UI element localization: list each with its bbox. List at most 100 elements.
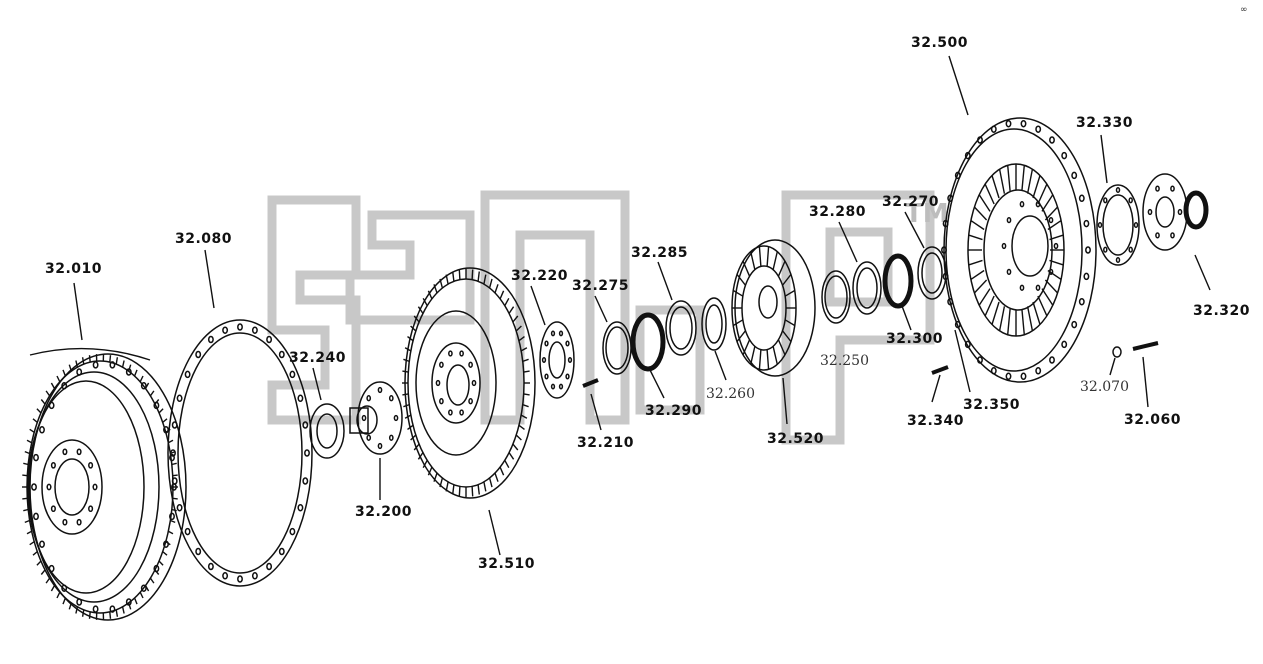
washer-holes-hole — [567, 357, 573, 363]
flywheel-teeth-fin — [22, 474, 28, 477]
turbine-blades-fin — [508, 306, 515, 314]
turbine-hub-holes-hole — [439, 361, 444, 368]
flywheel-teeth-fin — [45, 390, 51, 397]
turbine-blades-fin — [439, 278, 444, 289]
impeller-hub-holes-hole — [1006, 216, 1012, 224]
gasket-holes-hole — [278, 547, 285, 556]
turbine-blades-fin — [403, 403, 410, 408]
hub-flange-holes — [361, 386, 399, 450]
turbine-hub-holes — [435, 350, 477, 416]
turbine-hub-holes-hole — [471, 379, 477, 387]
flywheel-teeth-fin — [36, 408, 42, 414]
gasket-holes-hole — [171, 421, 178, 429]
impeller-hub-holes-hole — [1001, 242, 1007, 250]
impeller-blades-fin — [984, 183, 995, 205]
impeller-blades-fin — [1047, 269, 1062, 280]
hub-flange-holes-hole — [366, 434, 372, 441]
flywheel-rim-holes-hole — [92, 605, 99, 613]
turbine-hub-holes-hole — [439, 398, 444, 405]
impeller-rim-holes-hole — [977, 356, 983, 364]
flywheel-teeth-fin — [62, 597, 67, 605]
turbine-hub-holes-hole — [448, 350, 453, 357]
flywheel-teeth-fin — [158, 408, 164, 414]
part-32300-oring — [882, 253, 914, 309]
flywheel-teeth-fin — [109, 355, 112, 363]
impeller-blades-fin — [991, 175, 1000, 199]
part-32240-bearing — [309, 403, 345, 459]
impeller-rim-holes-hole — [1083, 219, 1090, 228]
turbine-blades-fin — [483, 481, 487, 492]
turbine-blades-fin — [403, 358, 410, 363]
flywheel-rim-holes-hole — [33, 453, 39, 462]
gasket-holes-hole — [278, 350, 285, 359]
impeller-rim-holes-hole — [990, 367, 997, 375]
flywheel-teeth — [22, 354, 178, 620]
flywheel-teeth-fin — [56, 591, 61, 599]
part-32070-washer — [1112, 346, 1122, 358]
hub-320-holes-hole — [1170, 185, 1175, 192]
flywheel-rim-holes-hole — [92, 361, 99, 369]
flywheel-teeth-fin — [144, 382, 150, 389]
hub-320-holes-hole — [1170, 232, 1175, 239]
part-labels: 32.010 32.080 32.240 32.200 32.510 32.22… — [45, 35, 1250, 572]
flywheel-teeth-fin — [154, 569, 160, 575]
turbine-blades-fin — [402, 393, 409, 396]
gasket-holes-hole — [266, 335, 273, 344]
turbine-blades-fin — [439, 477, 444, 488]
gasket-330-holes-hole — [1103, 197, 1108, 204]
hub-flange-holes-hole — [366, 395, 372, 402]
gasket-holes-hole — [302, 477, 309, 485]
impeller-blades-fin — [973, 279, 988, 294]
turbine-blades-fin — [504, 297, 510, 307]
gasket-330-holes-hole — [1115, 186, 1121, 194]
impeller-rim-holes-hole — [947, 297, 954, 306]
impeller-blades-fin — [1007, 165, 1011, 191]
flywheel-teeth-fin — [128, 364, 132, 372]
turbine-blades-fin — [512, 315, 519, 323]
impeller-blades-fin — [1032, 301, 1041, 325]
turbine-blades-fin — [504, 459, 510, 469]
impeller-blades-fin — [1026, 306, 1034, 331]
gasket-holes-hole — [222, 572, 229, 580]
part-32320-hub — [1142, 173, 1209, 251]
impeller-hub-holes-hole — [1035, 201, 1041, 208]
stator-blades-fin — [784, 319, 796, 327]
impeller-rim-holes-hole — [1085, 246, 1091, 254]
label-32275: 32.275 — [572, 278, 629, 294]
flywheel-hub-holes-hole — [62, 518, 68, 526]
flywheel-teeth-fin — [23, 508, 29, 512]
turbine-blades-fin — [522, 358, 529, 363]
flywheel-rim-holes-hole — [33, 512, 39, 521]
part-32285-ring — [665, 300, 697, 356]
flywheel-hub-holes-hole — [76, 448, 82, 456]
turbine-hub-holes-hole — [435, 379, 441, 387]
flywheel-teeth-fin — [68, 602, 72, 610]
part-32250-ring — [821, 270, 851, 324]
flywheel-teeth-fin — [115, 357, 119, 365]
flywheel-teeth-fin — [24, 519, 30, 524]
turbine-blades-fin — [413, 315, 420, 323]
turbine-hub-holes-hole — [468, 361, 473, 368]
label-32290: 32.290 — [645, 403, 702, 419]
label-32285: 32.285 — [631, 245, 688, 261]
label-32520: 32.520 — [767, 431, 824, 447]
label-32500: 32.500 — [911, 35, 968, 51]
flywheel-teeth-fin — [149, 577, 155, 584]
gasket-330-holes-hole — [1133, 221, 1139, 229]
label-32510: 32.510 — [478, 556, 535, 572]
stator-blades-fin — [750, 346, 756, 365]
gasket-holes-hole — [297, 394, 304, 403]
part-32330-gasket — [1096, 184, 1140, 266]
stator-blades-fin — [732, 319, 744, 327]
flywheel-teeth-fin — [75, 360, 79, 368]
flywheel-teeth-fin — [167, 439, 174, 444]
turbine-hub-holes-hole — [459, 409, 464, 416]
impeller-rim-holes-hole — [954, 320, 961, 329]
part-32060-bolt — [1132, 341, 1159, 351]
turbine-blades-fin — [483, 274, 487, 285]
hub-flange-holes-hole — [393, 414, 399, 422]
flywheel-hub-holes-hole — [92, 483, 98, 491]
flywheel-teeth-fin — [121, 606, 125, 614]
flywheel-hub-holes-hole — [88, 461, 94, 469]
gasket-holes-hole — [171, 477, 178, 485]
